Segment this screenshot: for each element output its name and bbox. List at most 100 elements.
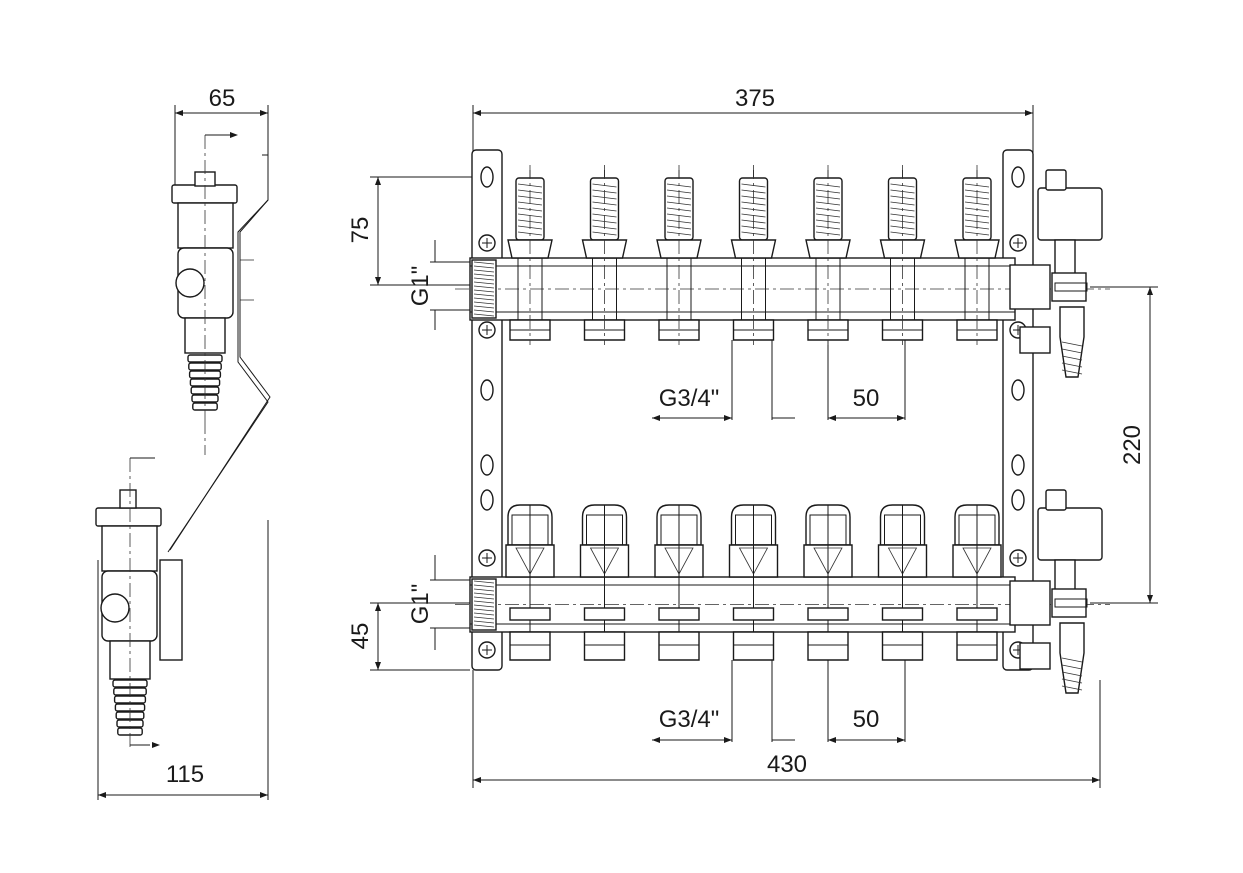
- side-bracket-lower: [159, 559, 183, 661]
- vent-stem: [1054, 239, 1076, 276]
- bracket-wire: [169, 155, 271, 551]
- dimension-arrow: [724, 737, 732, 743]
- dimension-arrow: [375, 277, 381, 285]
- hose-barb: [1061, 341, 1083, 347]
- thread-hatch: [473, 588, 495, 592]
- valve-seat: [807, 607, 849, 621]
- side-vent-cap: [171, 184, 238, 204]
- hose-barb: [1061, 657, 1083, 663]
- dimension-arrow: [260, 792, 268, 798]
- thread-hatch: [473, 604, 495, 608]
- dimension-arrow: [473, 777, 481, 783]
- thread-hatch: [473, 624, 495, 628]
- air-vent-cap: [1045, 169, 1067, 191]
- outlet-nipple-bottom: [881, 631, 924, 661]
- dim-bottom-outlet-pitch: 50: [853, 706, 880, 733]
- thread-hatch: [473, 273, 495, 277]
- mounting-slot: [1011, 166, 1025, 188]
- valve-seat: [583, 607, 626, 621]
- hose-barb: [1061, 671, 1083, 677]
- thread-hatch: [473, 608, 495, 612]
- end-fitting: [1009, 580, 1051, 626]
- dim-bottom-offset: 45: [347, 623, 374, 650]
- hose-barb: [1061, 685, 1083, 691]
- dim-total-length: 430: [767, 751, 807, 778]
- dimension-arrow: [98, 792, 106, 798]
- dimension-arrow: [828, 737, 836, 743]
- hose-barb: [1061, 369, 1083, 375]
- dimension-arrow: [897, 737, 905, 743]
- dimension-arrow: [1147, 595, 1153, 603]
- vent-stem: [1054, 559, 1076, 592]
- dimension-arrow: [473, 110, 481, 116]
- thread-hatch: [473, 592, 495, 596]
- mounting-slot: [1011, 489, 1025, 511]
- valve-seat: [658, 607, 700, 621]
- dimension-arrow: [1147, 287, 1153, 295]
- dimension-arrow: [724, 415, 732, 421]
- dimension-arrow: [175, 110, 183, 116]
- thread-hatch: [473, 313, 495, 317]
- thread-hatch: [473, 620, 495, 624]
- mounting-slot: [480, 454, 494, 476]
- thread-hatch: [473, 261, 495, 265]
- dimension-arrow: [652, 737, 660, 743]
- hose-barb: [1061, 678, 1083, 684]
- drain-valve: [1019, 642, 1051, 670]
- inlet-thread: [471, 259, 497, 319]
- dim-bar-length: 375: [735, 85, 775, 112]
- dimension-arrow: [230, 132, 238, 138]
- dimension-arrow: [152, 742, 160, 748]
- mounting-slot: [480, 489, 494, 511]
- drain-valve: [1019, 326, 1051, 354]
- side-vent-body: [177, 202, 234, 249]
- hose-barb: [1061, 664, 1083, 670]
- valve-seat: [732, 607, 775, 621]
- dimension-arrow: [1092, 777, 1100, 783]
- ball-valve: [1051, 588, 1087, 618]
- dimension-arrow: [260, 110, 268, 116]
- side-vent-body-bottom: [101, 525, 158, 572]
- thread-hatch: [473, 612, 495, 616]
- mounting-slot: [1011, 454, 1025, 476]
- drawing-geometry: [95, 105, 1158, 800]
- thread-hatch: [473, 297, 495, 301]
- thread-hatch: [473, 285, 495, 289]
- dim-bottom-inlet-thread: G1": [407, 584, 434, 625]
- air-vent-housing: [1037, 187, 1103, 241]
- mounting-slot: [1011, 379, 1025, 401]
- dimension-arrow: [375, 662, 381, 670]
- thread-hatch: [473, 265, 495, 269]
- thread-hatch: [473, 293, 495, 297]
- thread-hatch: [473, 289, 495, 293]
- hose-barb: [1061, 348, 1083, 354]
- thread-hatch: [473, 309, 495, 313]
- valve-seat: [509, 607, 551, 621]
- dim-side-depth-total: 115: [166, 761, 204, 788]
- dim-top-outlet-thread: G3/4": [659, 385, 720, 412]
- ball-valve-red-seal: [1054, 598, 1088, 608]
- thread-hatch: [473, 281, 495, 285]
- outlet-nipple-bottom: [509, 631, 551, 661]
- dim-top-bracket-offset: 75: [347, 217, 374, 244]
- side-vent-cap-bottom: [95, 507, 162, 527]
- mounting-slot: [480, 166, 494, 188]
- side-ball-valve: [175, 268, 205, 298]
- air-vent-cap: [1045, 489, 1067, 511]
- dimension-arrow: [828, 415, 836, 421]
- hose-barb: [1061, 355, 1083, 361]
- ball-valve-red-seal: [1054, 282, 1088, 292]
- dim-bottom-outlet-thread: G3/4": [659, 706, 720, 733]
- dimension-arrow: [897, 415, 905, 421]
- outlet-nipple-bottom: [807, 631, 849, 661]
- thread-hatch: [473, 584, 495, 588]
- dimension-arrow: [375, 603, 381, 611]
- thread-hatch: [473, 305, 495, 309]
- mounting-slot: [480, 379, 494, 401]
- thread-hatch: [473, 596, 495, 600]
- air-vent-housing: [1037, 507, 1103, 561]
- thread-hatch: [473, 301, 495, 305]
- thread-hatch: [473, 616, 495, 620]
